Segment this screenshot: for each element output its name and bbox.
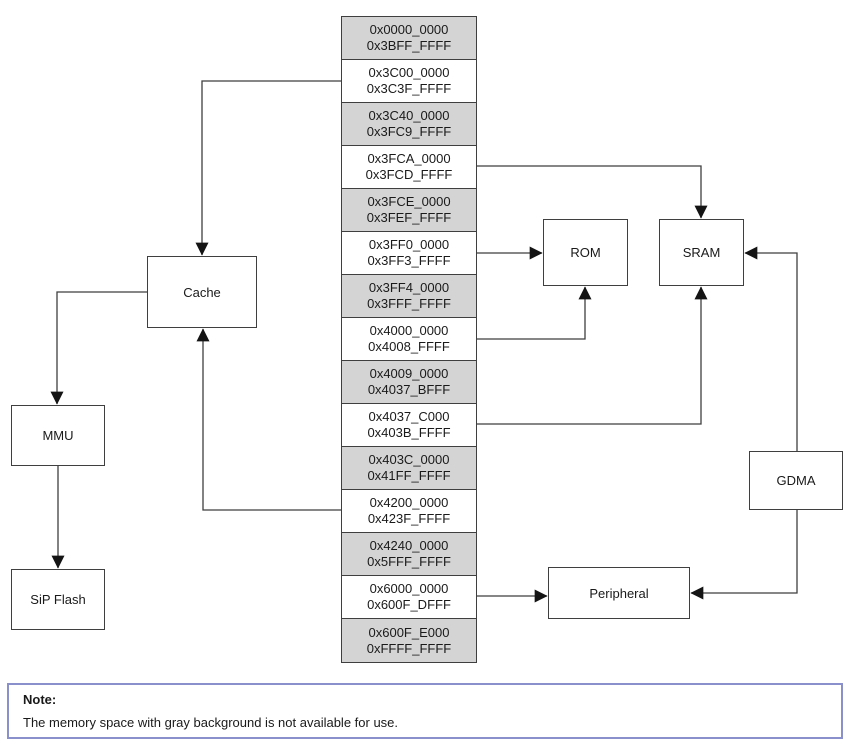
segment-end-address: 0x3C3F_FFFF: [366, 81, 452, 96]
segment-start-address: 0x4037_C000: [368, 409, 450, 424]
segment-end-address: 0x5FFF_FFFF: [367, 554, 451, 569]
segment-start-address: 0x3FF4_0000: [368, 280, 450, 295]
segment-end-address: 0x403B_FFFF: [367, 425, 451, 440]
gdma-box: GDMA: [749, 451, 843, 510]
cache-label: Cache: [183, 284, 221, 300]
sram-box: SRAM: [659, 219, 744, 286]
connector-gdma-to-sram-right: [744, 246, 798, 451]
segment-start-address: 0x6000_0000: [369, 581, 449, 596]
segment-start-address: 0x4009_0000: [369, 366, 449, 381]
note-title: Note:: [23, 692, 57, 707]
sip-flash-label: SiP Flash: [30, 592, 86, 607]
segment-end-address: 0x3FFF_FFFF: [367, 296, 451, 311]
segment-start-address: 0x4240_0000: [369, 538, 449, 553]
mmu-box: MMU: [11, 405, 105, 466]
segment-end-address: 0x3FEF_FFFF: [366, 210, 452, 225]
mmu-label: MMU: [42, 428, 74, 443]
segment-start-address: 0x403C_0000: [368, 452, 450, 467]
sram-label: SRAM: [682, 245, 721, 260]
segment-end-address: 0x3BFF_FFFF: [366, 38, 452, 53]
segment-end-address: 0x3FC9_FFFF: [366, 124, 452, 139]
segment-end-address: 0x3FF3_FFFF: [367, 253, 451, 268]
segment-start-address: 0x4000_0000: [369, 323, 449, 338]
segment-end-address: 0x600F_DFFF: [367, 597, 451, 612]
segment-start-address: 0x0000_0000: [369, 22, 449, 37]
sip-flash-box: SiP Flash: [11, 569, 105, 630]
segment-start-address: 0x600F_E000: [368, 624, 450, 640]
connector-gdma-to-peripheral-right: [690, 510, 798, 600]
connector-mem-to-cache-top: [195, 80, 341, 256]
segment-end-address: 0x423F_FFFF: [367, 511, 451, 526]
peripheral-box: Peripheral: [548, 567, 690, 619]
segment-start-address: 0x3FCE_0000: [367, 194, 451, 209]
segment-end-address: 0x3FCD_FFFF: [365, 167, 453, 182]
note-text: The memory space with gray background is…: [23, 715, 399, 730]
rom-box: ROM: [543, 219, 628, 286]
segment-start-address: 0x3C40_0000: [368, 108, 450, 123]
connector-mem-to-sram-top: [477, 165, 708, 219]
segment-end-address: 0xFFFF_FFFF: [366, 640, 452, 656]
segment-end-address: 0x4008_FFFF: [368, 339, 450, 354]
rom-label: ROM: [570, 245, 601, 260]
segment-start-address: 0x4200_0000: [369, 495, 449, 510]
peripheral-label: Peripheral: [589, 585, 649, 601]
segment-end-address: 0x41FF_FFFF: [367, 468, 451, 483]
segment-start-address: 0x3FF0_0000: [368, 237, 450, 252]
segment-start-address: 0x3C00_0000: [368, 65, 450, 80]
cache-box: Cache: [147, 256, 257, 328]
note-box: Note: The memory space with gray backgro…: [7, 683, 843, 739]
segment-start-address: 0x3FCA_0000: [367, 151, 451, 166]
connector-mem-to-cache-bottom: [196, 328, 341, 511]
connector-cache-to-mmu: [50, 291, 147, 405]
connector-mem-to-rom-bottom: [477, 286, 592, 340]
connector-mem-to-sram-bottom: [477, 286, 708, 425]
gdma-label: GDMA: [776, 473, 816, 488]
segment-end-address: 0x4037_BFFF: [367, 382, 451, 397]
